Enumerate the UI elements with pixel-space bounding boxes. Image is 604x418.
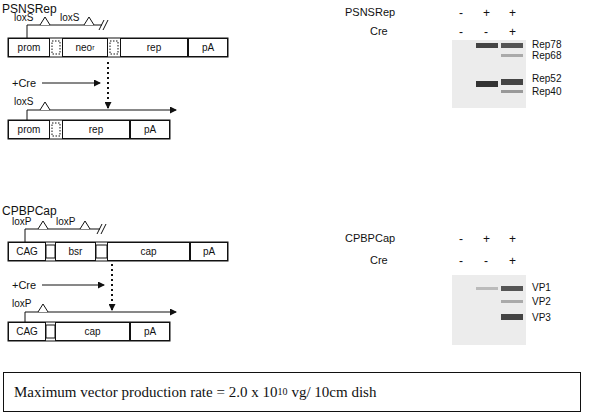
annotation-label: loxS	[14, 12, 33, 24]
gene-box: rep	[120, 38, 188, 57]
polya-box: pA	[190, 242, 228, 261]
lane-sign: +	[483, 232, 490, 246]
annotation-label: VP3	[532, 312, 551, 324]
box-label: Maximum vector production rate = 2.0 x 1…	[14, 384, 277, 401]
annotation-label: loxS	[14, 96, 33, 108]
box-label: neo	[75, 42, 92, 53]
box-label: rep	[89, 124, 103, 135]
lane-sign: +	[509, 232, 516, 246]
annotation-label: CPBPCap	[345, 232, 395, 245]
annotation-label: loxP	[12, 298, 31, 310]
box-label: prom	[18, 124, 41, 135]
box-label: rep	[147, 42, 161, 53]
box-label: CAG	[16, 246, 38, 257]
lane-sign: +	[509, 25, 516, 39]
annotation-label: CPBPCap	[2, 204, 57, 218]
annotation-label: Rep40	[532, 86, 561, 98]
box-label: prom	[18, 42, 41, 53]
resistance-gene-box: neor	[62, 38, 108, 57]
annotation-label: VP1	[532, 282, 551, 294]
box-label: cap	[84, 326, 100, 337]
promoter-box: CAG	[8, 322, 46, 341]
annotation-label: loxS	[60, 12, 79, 24]
annotation-label: Rep52	[532, 73, 561, 85]
box-label: pA	[144, 326, 156, 337]
lane-sign: -	[459, 254, 463, 268]
lane-sign: -	[459, 232, 463, 246]
box-label: pA	[203, 246, 215, 257]
annotation-label: loxP	[12, 216, 31, 228]
annotation-label: +Cre	[12, 77, 36, 90]
lane-sign: -	[484, 254, 488, 268]
promoter-box: prom	[8, 38, 50, 57]
box-label: pA	[144, 124, 156, 135]
gene-box: cap	[55, 322, 130, 341]
lane-sign: +	[509, 6, 516, 20]
box-label: pA	[202, 42, 214, 53]
lane-sign: -	[484, 25, 488, 39]
gene-box: cap	[107, 242, 190, 261]
box-label: CAG	[16, 326, 38, 337]
lane-sign: -	[459, 25, 463, 39]
lane-sign: +	[483, 6, 490, 20]
box-label: bsr	[69, 246, 83, 257]
annotation-label: VP2	[532, 296, 551, 308]
annotation-label: loxP	[56, 216, 75, 228]
lane-sign: -	[459, 6, 463, 20]
lane-sign: +	[509, 254, 516, 268]
promoter-box: prom	[8, 120, 50, 139]
annotation-label: Cre	[370, 25, 388, 38]
box-label: cap	[140, 246, 156, 257]
polya-box: pA	[130, 322, 170, 341]
annotation-label: +Cre	[12, 279, 36, 292]
resistance-gene-box: bsr	[55, 242, 96, 261]
annotation-label: Rep68	[532, 50, 561, 62]
promoter-box: CAG	[8, 242, 46, 261]
box-label: vg/ 10cm dish	[291, 384, 376, 401]
polya-box: pA	[188, 38, 228, 57]
polya-box: pA	[130, 120, 170, 139]
annotation-label: Rep78	[532, 39, 561, 51]
gene-box: rep	[62, 120, 130, 139]
annotation-label: PSNSRep	[345, 6, 395, 19]
annotation-label: Cre	[370, 254, 388, 267]
result-box: Maximum vector production rate = 2.0 x 1…	[3, 372, 581, 412]
